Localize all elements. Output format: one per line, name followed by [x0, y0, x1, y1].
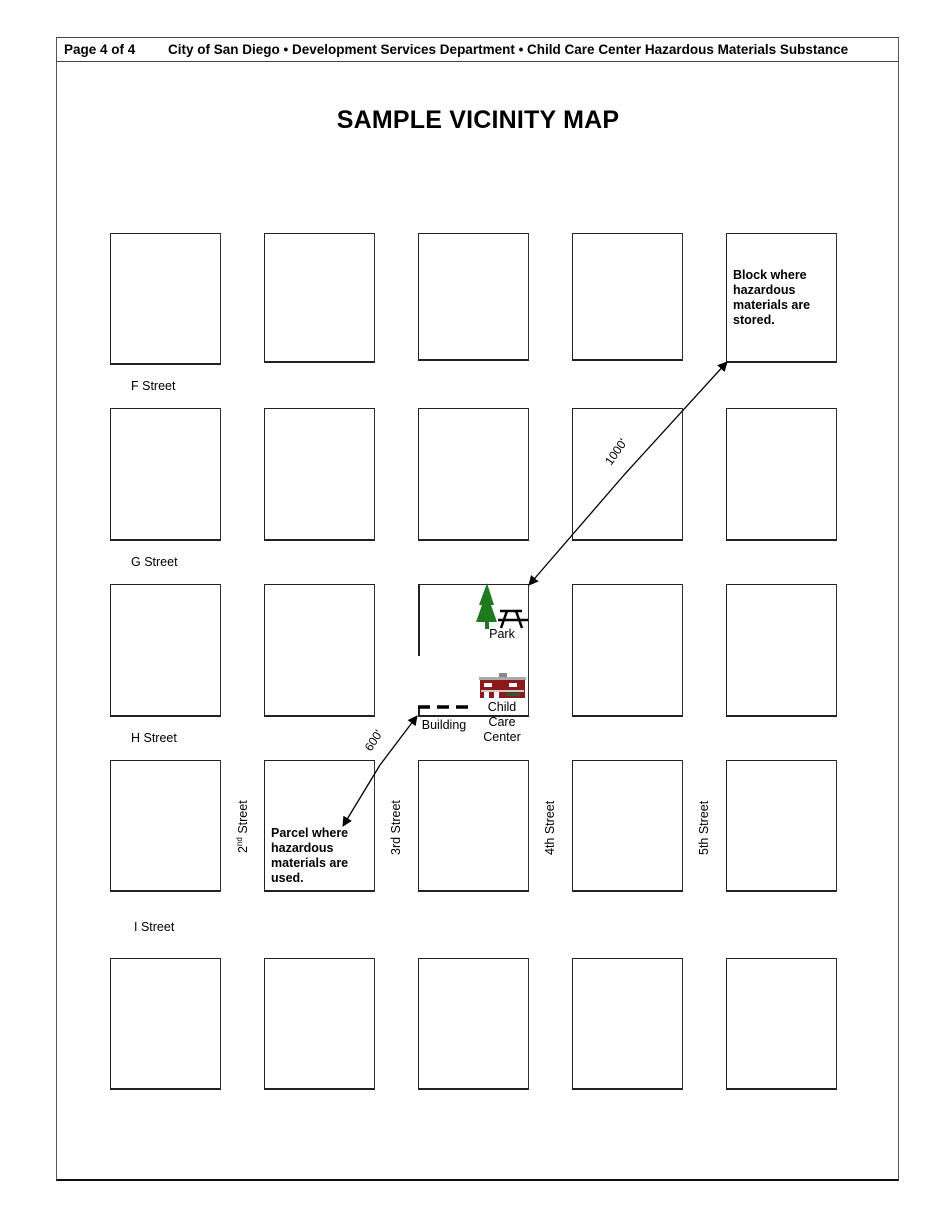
park-block [418, 584, 529, 717]
page-indicator: Page 4 of 4 [64, 41, 136, 57]
block [726, 958, 837, 1090]
block [110, 760, 221, 892]
storage-block: Block where hazardous materials are stor… [726, 233, 837, 363]
street-label-i: I Street [134, 920, 175, 934]
block [110, 584, 221, 717]
building-label: Building [421, 718, 467, 732]
block [264, 958, 375, 1090]
map-title: SAMPLE VICINITY MAP [336, 106, 620, 134]
block [110, 958, 221, 1090]
child-care-label: Child Care Center [483, 700, 521, 744]
block [726, 760, 837, 892]
block [726, 584, 837, 717]
document-title: City of San Diego • Development Services… [168, 41, 849, 57]
street-label-3rd: 3rd Street [389, 800, 403, 855]
block [418, 760, 529, 892]
street-label-2nd: 2nd Street [235, 800, 251, 853]
block [264, 233, 375, 363]
block [572, 958, 683, 1090]
block [572, 408, 683, 541]
block [264, 408, 375, 541]
block [110, 233, 221, 365]
block [572, 584, 683, 717]
block [726, 408, 837, 541]
street-label-4th: 4th Street [543, 800, 557, 855]
street-label-h: H Street [131, 731, 177, 745]
block [418, 233, 529, 361]
block [572, 233, 683, 361]
street-label-5th: 5th Street [697, 800, 711, 855]
page-frame [56, 37, 899, 1181]
park-label: Park [489, 627, 515, 641]
street-label-g: G Street [131, 555, 178, 569]
block [418, 408, 529, 541]
street-label-f: F Street [131, 379, 176, 393]
use-parcel-note: Parcel where hazardous materials are use… [271, 826, 349, 885]
page-header: Page 4 of 4 City of San Diego • Developm… [56, 37, 899, 62]
block [110, 408, 221, 541]
storage-block-note: Block where hazardous materials are stor… [733, 268, 811, 327]
block [418, 958, 529, 1090]
block [264, 584, 375, 717]
block [572, 760, 683, 892]
use-parcel-block: Parcel where hazardous materials are use… [264, 760, 375, 892]
